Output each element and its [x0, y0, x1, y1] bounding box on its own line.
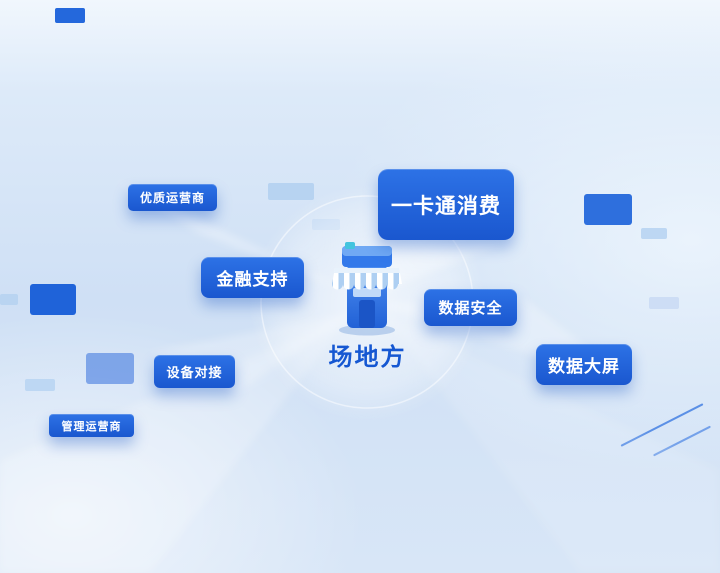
node-premium-operator: 优质运营商	[128, 184, 217, 211]
decorative-rect	[641, 228, 667, 239]
node-financial-support: 金融支持	[201, 257, 304, 298]
decorative-rect	[584, 194, 632, 225]
center-label: 场地方	[328, 344, 407, 371]
decorative-rect	[649, 297, 679, 309]
decorative-rect	[268, 183, 314, 200]
node-data-dashboard: 数据大屏	[536, 344, 632, 385]
decorative-rect	[30, 284, 76, 315]
decorative-line	[653, 425, 711, 457]
node-card-consumption: 一卡通消费	[378, 169, 514, 240]
decorative-rect	[86, 353, 134, 384]
node-device-connection: 设备对接	[154, 355, 235, 388]
decorative-rect	[25, 379, 55, 391]
node-data-security: 数据安全	[424, 289, 517, 326]
awning	[332, 268, 402, 290]
store-icon	[332, 242, 402, 336]
decorative-rect	[55, 8, 85, 23]
decorative-rect	[0, 294, 18, 305]
node-management-operator: 管理运营商	[49, 414, 134, 437]
decorative-line	[620, 403, 704, 447]
